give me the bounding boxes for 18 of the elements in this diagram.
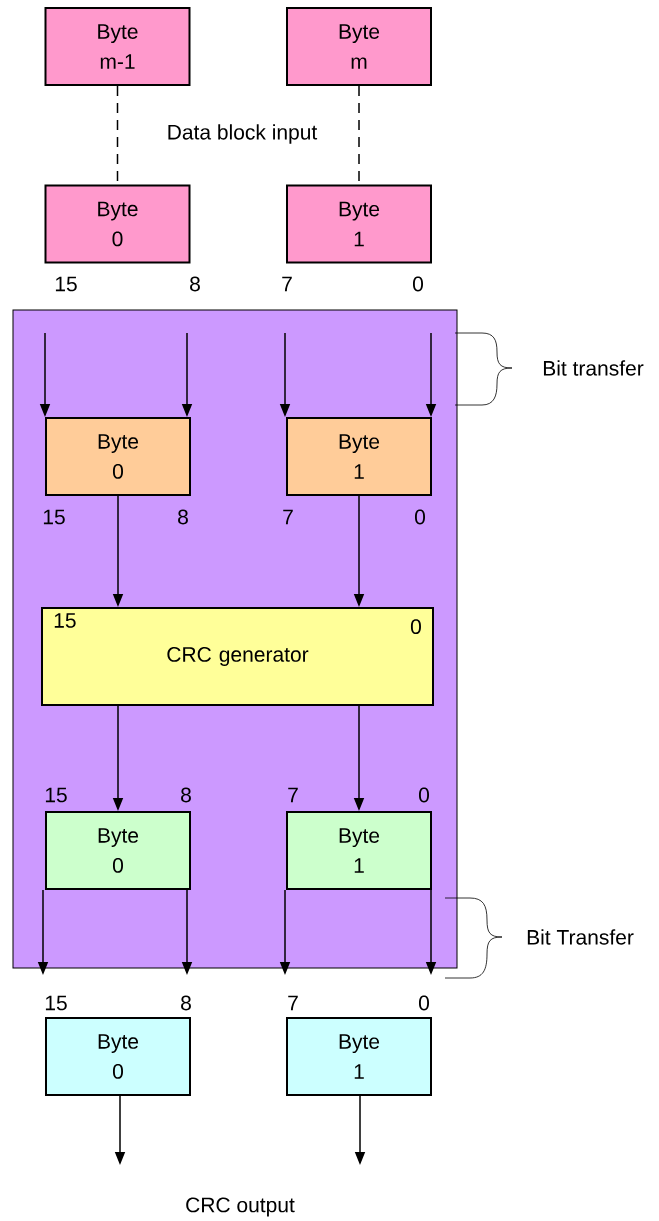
byte-box: Byte 0 [44, 184, 191, 264]
caption-text: Data block input [168, 124, 318, 144]
byte-box: Byte 0 [45, 1017, 191, 1096]
byte-box: Byte 1 [286, 417, 432, 496]
brace-label: Bit Transfer [527, 929, 634, 945]
caption-text: CRC output [186, 1197, 295, 1217]
byte-box: Byte m-1 [44, 7, 191, 86]
bit-number: 7 [283, 509, 293, 525]
bit-number: 8 [190, 276, 200, 292]
bit-number: 7 [282, 276, 292, 292]
brace-label: Bit transfer [543, 360, 644, 376]
byte-box: Byte 1 [286, 811, 432, 890]
byte-box: Byte 1 [286, 1017, 432, 1096]
byte-box: Byte 0 [45, 417, 191, 496]
crc-generator-box: CRC generator 15 0 [41, 607, 434, 706]
byte-box: Byte 0 [45, 811, 191, 890]
byte-box: Byte 1 [286, 184, 432, 264]
byte-box: Byte m [286, 7, 432, 86]
